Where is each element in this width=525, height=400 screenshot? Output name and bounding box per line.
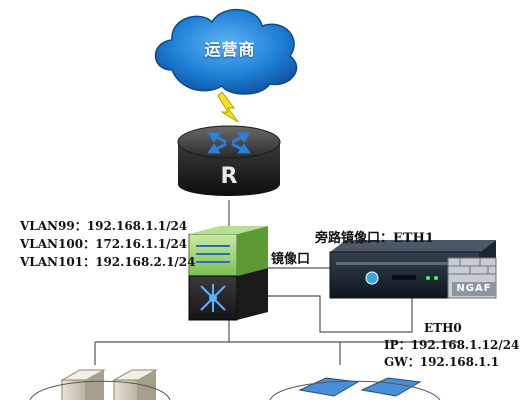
link-switch-appliance-eth0 bbox=[268, 295, 413, 333]
server-icon-1 bbox=[60, 369, 106, 400]
vlan-item: VLAN100：172.16.1.1/24 bbox=[20, 237, 188, 251]
pc-icon-1 bbox=[298, 377, 360, 397]
lightning-icon bbox=[217, 91, 239, 123]
lan-zone-servers bbox=[29, 380, 171, 400]
vlan-item: VLAN99：192.168.1.1/24 bbox=[20, 219, 188, 233]
eth0-gw: GW：192.168.1.1 bbox=[384, 355, 500, 369]
router-icon bbox=[177, 125, 281, 196]
router-label: R bbox=[220, 164, 238, 189]
switch-mirror-port-label: 镜像口 bbox=[271, 252, 311, 267]
isp-cloud bbox=[154, 8, 298, 95]
eth0-name: ETH0 bbox=[424, 321, 462, 335]
vlan-list: VLAN99：192.168.1.1/24 VLAN100：172.16.1.1… bbox=[20, 217, 196, 271]
server-icon-2 bbox=[112, 369, 158, 400]
ngaf-badge: NGAF bbox=[452, 282, 496, 296]
eth0-ip: IP：192.168.1.12/24 bbox=[384, 338, 520, 352]
vlan-item: VLAN101：192.168.2.1/24 bbox=[20, 255, 196, 269]
eth0-info: ETH0 IP：192.168.1.12/24 GW：192.168.1.1 bbox=[384, 320, 519, 371]
appliance-bypass-port-label: 旁路镜像口：ETH1 bbox=[315, 231, 434, 246]
core-switch-icon bbox=[188, 226, 268, 321]
isp-cloud-label: 运营商 bbox=[204, 40, 256, 59]
lan-zone-pcs bbox=[269, 380, 441, 400]
